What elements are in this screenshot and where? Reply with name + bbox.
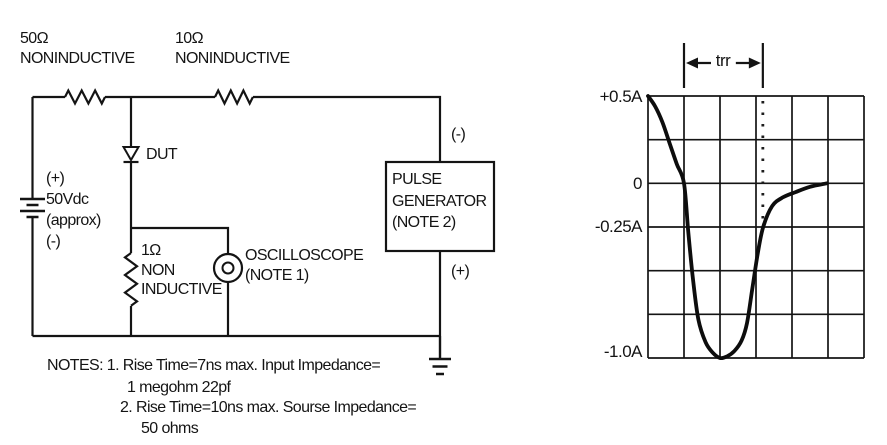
trr-annotation-label: trr bbox=[715, 51, 731, 70]
pulse-generator-label: PULSE GENERATOR (NOTE 2) bbox=[392, 171, 487, 231]
wire-scope-tap bbox=[131, 226, 230, 254]
trr-right-arrowhead-icon bbox=[748, 57, 761, 69]
pulse-generator-box bbox=[384, 160, 496, 253]
y-tick-minus-1-0A: -1.0A bbox=[603, 342, 643, 361]
y-tick-plus-0-5A: +0.5A bbox=[599, 87, 643, 106]
resistor-10ohm-label: 10Ω NONINDUCTIVE bbox=[175, 30, 290, 67]
dut-label: DUT bbox=[146, 146, 178, 163]
resistor-1ohm-symbol bbox=[123, 252, 139, 307]
notes-line-2: 1 megohm 22pf bbox=[127, 379, 231, 396]
waveform-chart bbox=[646, 43, 865, 361]
oscilloscope-label: OSCILLOSCOPE (NOTE 1) bbox=[245, 247, 364, 284]
notes-line-3: 2. Rise Time=10ns max. Sourse Impedance= bbox=[120, 399, 417, 416]
resistor-50ohm-symbol bbox=[64, 88, 106, 106]
resistor-50ohm-label: 50Ω NONINDUCTIVE bbox=[20, 30, 135, 67]
pulse-generator-negative-terminal-label: (-) bbox=[451, 126, 466, 143]
test-circuit-schematic bbox=[20, 87, 496, 376]
resistor-10ohm-symbol bbox=[214, 87, 254, 107]
y-tick-zero: 0 bbox=[633, 174, 642, 193]
wire-top-rail bbox=[32, 95, 442, 162]
oscilloscope-probe-center-icon bbox=[221, 261, 235, 275]
trr-left-arrowhead-icon bbox=[686, 57, 698, 69]
notes-line-4: 50 ohms bbox=[141, 420, 199, 437]
ground-symbol bbox=[429, 336, 451, 376]
dut-diode-symbol bbox=[121, 146, 141, 163]
notes-line-1: NOTES: 1. Rise Time=7ns max. Input Imped… bbox=[47, 357, 381, 374]
recovery-current-curve bbox=[646, 94, 829, 361]
resistor-1ohm-label: 1Ω NON INDUCTIVE bbox=[141, 242, 222, 298]
dc-source-label: (+) 50Vdc (approx) (-) bbox=[46, 170, 101, 250]
battery-symbol bbox=[20, 197, 45, 219]
pulse-generator-positive-terminal-label: (+) bbox=[451, 263, 470, 280]
y-tick-minus-0-25A: -0.25A bbox=[594, 217, 643, 236]
